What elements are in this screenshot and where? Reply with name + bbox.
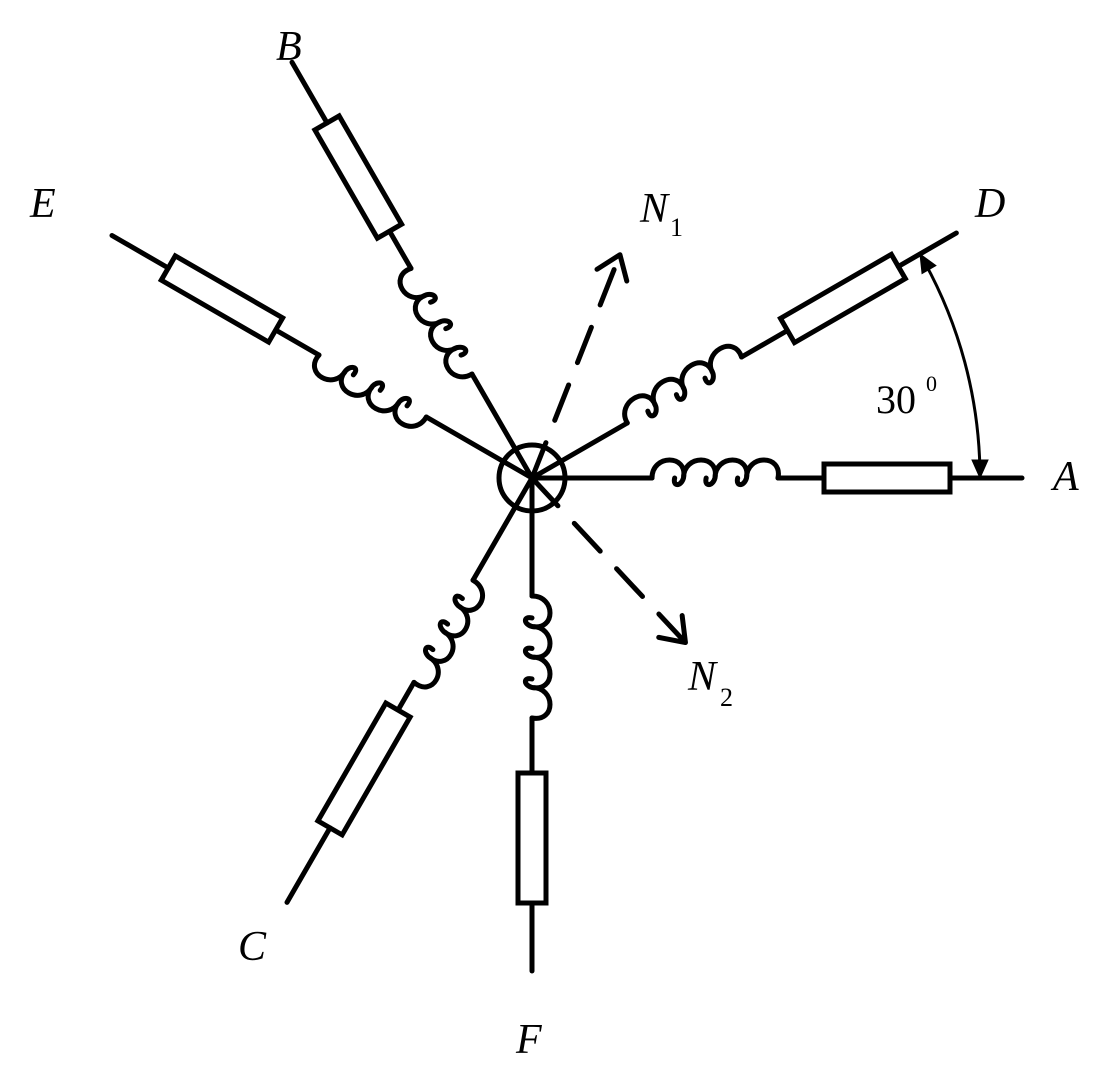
resistor-F [515,770,549,906]
resistor-E [157,252,287,346]
neutral-arrow-N1 [529,252,630,481]
wire-D-inner [529,420,630,481]
winding-C [284,475,535,905]
angle-label: 30 [876,377,916,422]
wire-D-middle [739,328,790,360]
label-D: D [974,181,1005,227]
inductor-E [311,352,429,429]
resistor-B [311,112,406,242]
neutral-line-N2 [529,475,684,641]
angle-superscript: 0 [926,371,937,396]
label-A: A [1050,454,1079,500]
wire-E-middle [273,327,322,358]
winding-D [529,230,959,481]
inductor-F [522,593,553,721]
star-point-circle [496,442,568,514]
arrowhead-N1 [594,252,630,284]
inductor-B [397,265,475,380]
wire-C-outer [284,825,333,905]
label-N2-subscript: 2 [720,683,733,712]
angle-arrowhead-A [971,459,989,480]
inductor-C [411,577,485,690]
wire-C-middle [395,679,417,713]
wire-C-inner [470,475,535,583]
arrowhead-N2 [656,613,688,646]
winding-E [109,233,535,481]
label-B: B [276,24,302,70]
label-C: C [238,924,267,970]
wire-B-outer [289,59,330,126]
label-N1-subscript: 1 [670,213,683,242]
label-F: F [515,1017,542,1063]
winding-A [529,457,1025,495]
label-N2: N [687,654,718,700]
angle-arc-30 [919,252,989,480]
neutral-arrows [529,252,688,646]
wire-B-inner [469,371,535,481]
angle-arrowhead-D [919,252,937,275]
winding-F [515,475,553,974]
resistor-C [314,699,414,839]
neutral-arrow-N2 [529,475,688,646]
label-E: E [29,181,56,227]
neutral-line-N1 [529,257,621,481]
winding-B [289,59,535,481]
winding-branches [109,59,1025,974]
inductor-A [649,457,781,488]
wire-E-outer [109,233,171,271]
wire-D-outer [895,230,959,269]
inductor-D [622,343,745,426]
label-N1: N [639,186,670,232]
wire-B-middle [387,228,414,271]
angle-arc-path [923,261,982,469]
resistor-A [821,461,953,495]
resistor-D [777,250,909,347]
wire-E-inner [423,414,535,481]
